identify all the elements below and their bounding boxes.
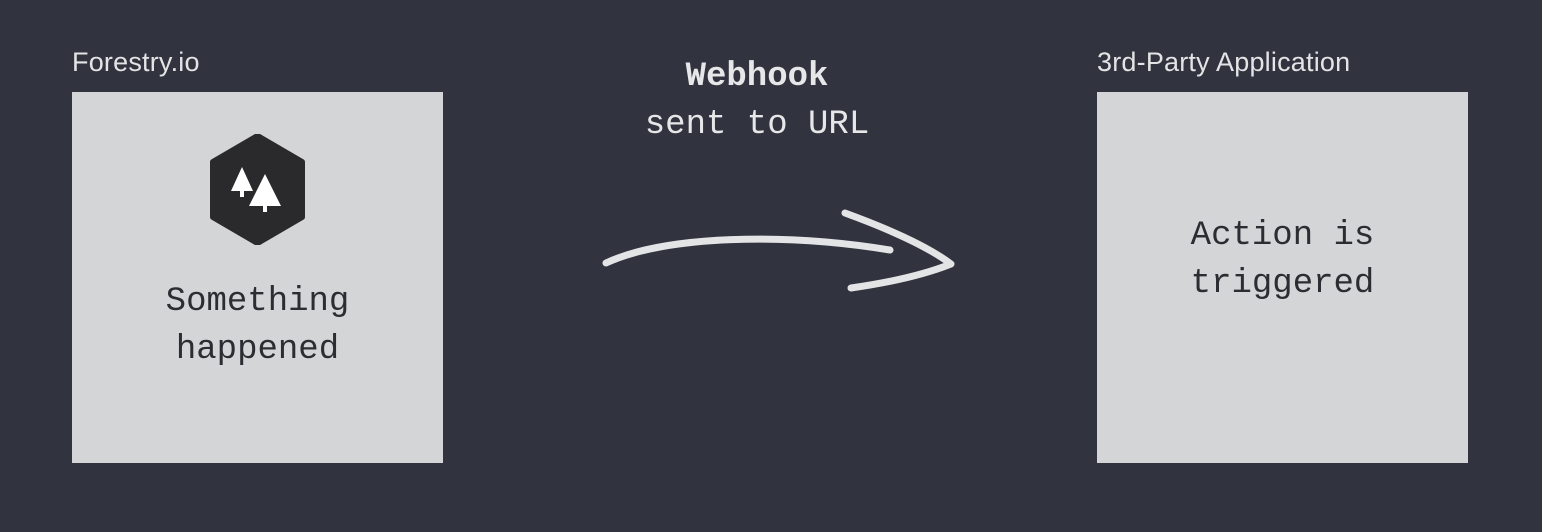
webhook-label-line2: sent to URL <box>644 106 870 144</box>
source-text-line2: happened <box>175 331 340 369</box>
source-caption: Forestry.io <box>72 47 200 77</box>
target-text-line2: triggered <box>1190 265 1375 303</box>
target-caption: 3rd-Party Application <box>1097 47 1351 77</box>
webhook-label: Webhook sent to URL <box>557 53 957 149</box>
target-text-line1: Action is <box>1190 217 1375 255</box>
target-text: Action is triggered <box>1097 212 1468 308</box>
source-text-line1: Something <box>165 283 350 321</box>
target-node: Action is triggered <box>1097 92 1468 463</box>
webhook-label-line1: Webhook <box>685 58 829 96</box>
source-node: Something happened <box>72 92 443 463</box>
forestry-logo-icon <box>210 134 305 245</box>
source-text: Something happened <box>72 278 443 374</box>
hand-drawn-arrow-icon <box>602 209 955 292</box>
